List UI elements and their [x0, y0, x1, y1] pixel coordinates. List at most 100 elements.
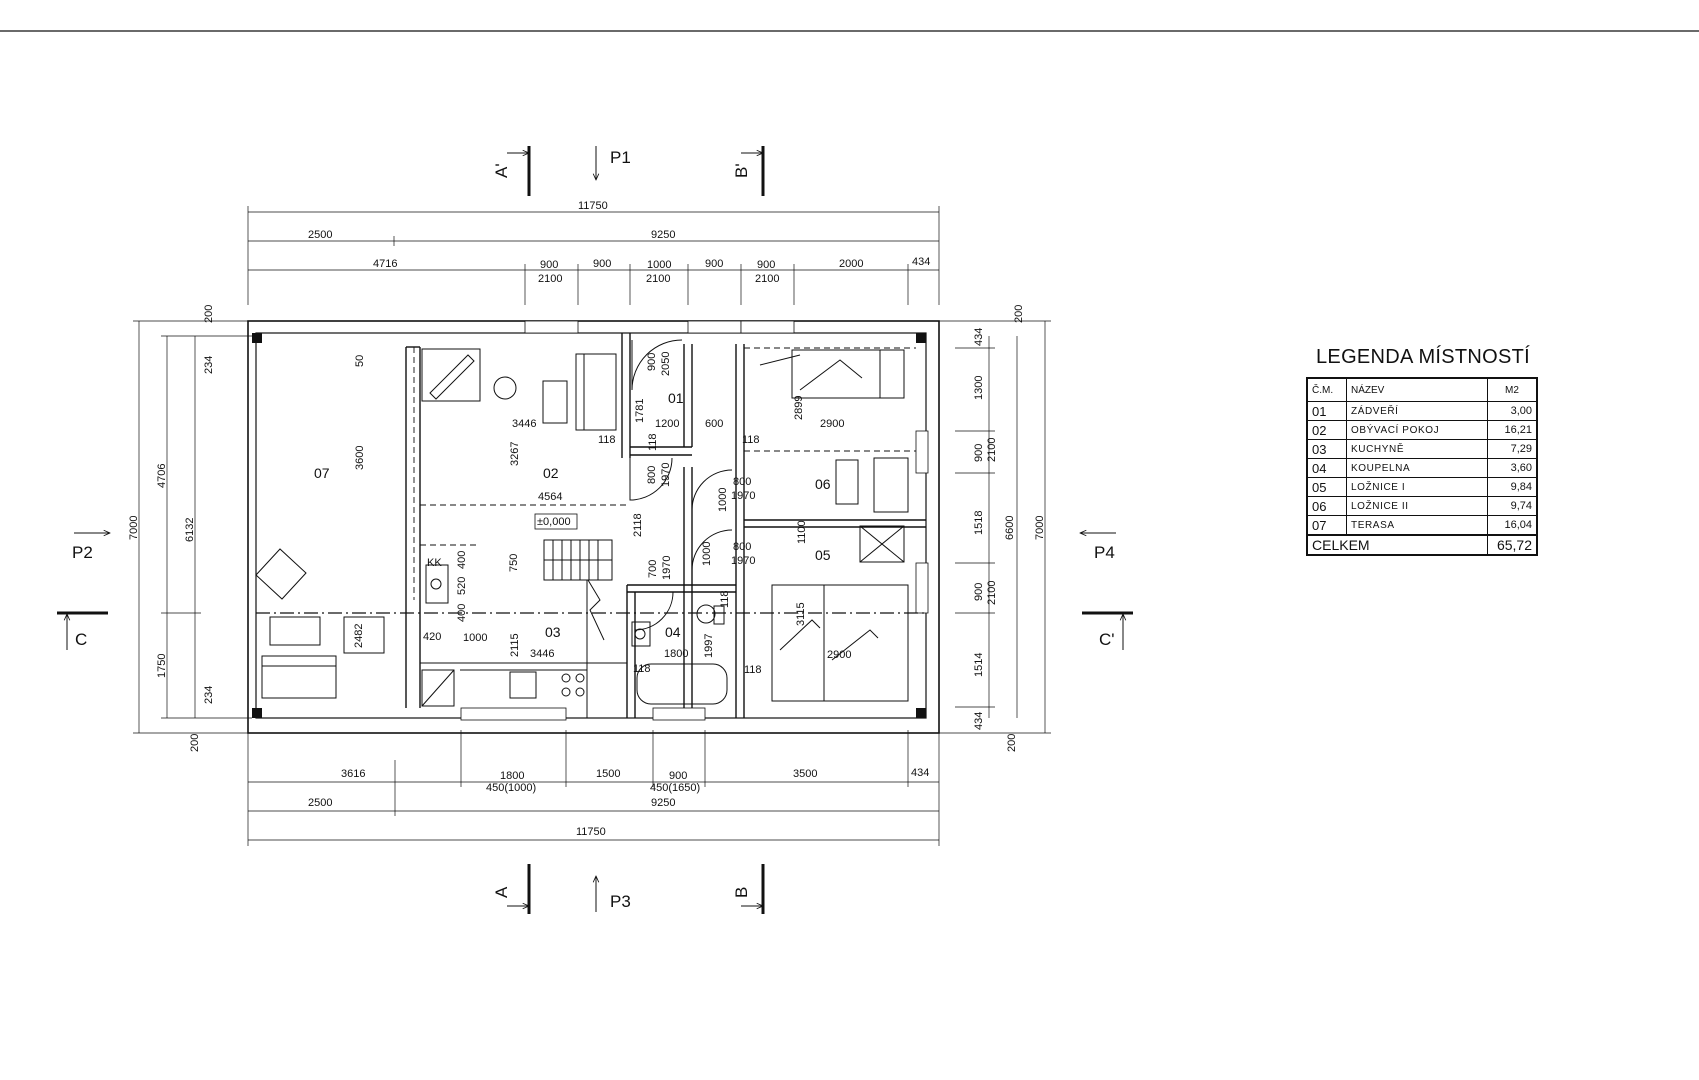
- dim-top-row-2: 900: [540, 259, 558, 271]
- legend-row: 02 OBÝVACÍ POKOJ 16,21: [1306, 420, 1538, 440]
- section-marker-a-top: A': [492, 146, 531, 196]
- dim-int-1200: 1200: [655, 418, 679, 430]
- legend-room-area: 3,60: [1487, 458, 1538, 478]
- dim-right-row-6: 1514: [973, 653, 985, 677]
- dim-top-row-6: 900: [757, 259, 775, 271]
- dim-int-1800: 1800: [664, 648, 688, 660]
- dim-right-row-2: 1300: [973, 376, 985, 400]
- legend-room-area: 16,21: [1487, 420, 1538, 440]
- section-marker-a-bottom: A: [492, 864, 531, 914]
- view-marker-p2: P2: [72, 533, 110, 562]
- section-label-c-left: C: [75, 630, 87, 649]
- dim-int-1000a: 1000: [717, 488, 729, 512]
- room-label-05: 05: [815, 547, 831, 563]
- room-label-03: 03: [545, 624, 561, 640]
- dim-top-left: 2500: [308, 229, 332, 241]
- legend-room-number: 03: [1306, 439, 1347, 459]
- view-marker-p4: P4: [1080, 533, 1116, 562]
- dim-left-small-1: 200: [203, 305, 215, 323]
- dim-int-2900a: 2900: [820, 418, 844, 430]
- dim-top-row-4: 1000: [647, 259, 671, 271]
- dim-bottom-row-4: 900: [669, 770, 687, 782]
- room-label-06: 06: [815, 476, 831, 492]
- dim-right-small-1: 200: [1013, 305, 1025, 323]
- dim-int-600: 600: [705, 418, 723, 430]
- legend-room-name: ZÁDVEŘÍ: [1346, 401, 1488, 421]
- dim-int-800b: 800: [733, 476, 751, 488]
- dim-right-sub-2: 2100: [986, 581, 998, 605]
- dim-top-sub-3: 2100: [755, 273, 779, 285]
- legend-row: 03 KUCHYNĚ 7,29: [1306, 439, 1538, 459]
- dim-top-row-1: 4716: [373, 258, 397, 270]
- doors: [629, 339, 801, 631]
- staircase: [543, 539, 613, 641]
- room-label-01: 01: [668, 390, 684, 406]
- dim-int-2118: 2118: [632, 513, 644, 537]
- section-marker-b-bottom: B: [732, 864, 765, 914]
- dim-int-118a: 118: [598, 434, 616, 446]
- dim-top-sub-2: 2100: [646, 273, 670, 285]
- legend-total-label: CELKEM: [1306, 534, 1488, 556]
- legend-room-area: 9,74: [1487, 496, 1538, 516]
- dimension-lines-top: [247, 206, 940, 305]
- dim-int-118c: 118: [742, 434, 760, 446]
- dim-left-small-2: 234: [203, 356, 215, 374]
- dim-bottom-total: 11750: [576, 826, 606, 838]
- section-label-a-bottom: A: [492, 886, 511, 898]
- dim-int-3600: 3600: [354, 446, 366, 470]
- dim-int-2899: 2899: [793, 396, 805, 420]
- dim-int-2050: 2050: [660, 352, 672, 376]
- legend-room-number: 01: [1306, 401, 1347, 421]
- dim-int-420: 420: [423, 631, 441, 643]
- dim-top-row-8: 434: [912, 256, 930, 268]
- dim-right-total: 7000: [1034, 516, 1046, 540]
- dim-int-2115: 2115: [509, 633, 521, 657]
- view-marker-p1: P1: [596, 146, 631, 180]
- legend-room-name: KOUPELNA: [1346, 458, 1488, 478]
- dim-right-row-4: 1518: [973, 511, 985, 535]
- dim-bottom-row-1: 3616: [341, 768, 365, 780]
- dim-int-1000b: 1000: [701, 542, 713, 566]
- dim-right-sub-1: 2100: [986, 438, 998, 462]
- dim-int-118f: 118: [719, 590, 731, 608]
- dim-left-small-4: 200: [189, 734, 201, 752]
- legend-table: Č.M. NÁZEV M2 01 ZÁDVEŘÍ 3,00 02 OBÝVACÍ…: [1306, 377, 1538, 556]
- dim-top-row-7: 2000: [839, 258, 863, 270]
- level-mark: ±0,000: [537, 516, 571, 528]
- dim-right-row-1: 434: [973, 328, 985, 346]
- legend-row: 05 LOŽNICE I 9,84: [1306, 477, 1538, 497]
- dim-left-total: 7000: [128, 516, 140, 540]
- dim-bottom-sub-2: 450(1650): [650, 782, 700, 794]
- legend-room-name: LOŽNICE I: [1346, 477, 1488, 497]
- dim-int-400b: 400: [456, 604, 468, 622]
- dim-int-900: 900: [646, 353, 658, 371]
- legend-header-area: M2: [1487, 377, 1538, 402]
- dim-int-800a: 800: [646, 466, 658, 484]
- view-label-p4: P4: [1094, 543, 1115, 562]
- dim-int-1997: 1997: [703, 634, 715, 658]
- legend-total-value: 65,72: [1487, 534, 1538, 556]
- dim-top-sub-1: 2100: [538, 273, 562, 285]
- dim-int-400a: 400: [456, 551, 468, 569]
- section-marker-b-top: B': [732, 146, 765, 196]
- dim-int-50: 50: [354, 355, 366, 367]
- room-label-07: 07: [314, 465, 330, 481]
- view-marker-p3: P3: [596, 876, 631, 912]
- legend-room-name: KUCHYNĚ: [1346, 439, 1488, 459]
- legend-room-name: TERASA: [1346, 515, 1488, 536]
- section-label-b-bottom: B: [732, 887, 751, 898]
- dimension-lines-right: [935, 320, 1051, 734]
- dim-int-118d: 118: [633, 663, 651, 675]
- dim-int-3115: 3115: [795, 602, 807, 626]
- view-label-p2: P2: [72, 543, 93, 562]
- dim-int-1970a: 1970: [660, 463, 672, 487]
- room-legend: LEGENDA MÍSTNOSTÍ Č.M. NÁZEV M2 01 ZÁDVE…: [1306, 346, 1538, 556]
- dim-right-mid: 6600: [1004, 516, 1016, 540]
- legend-header-name: NÁZEV: [1346, 377, 1488, 402]
- kitchen-kk-label: KK: [427, 557, 442, 569]
- dim-left-small-3: 234: [203, 686, 215, 704]
- legend-title: LEGENDA MÍSTNOSTÍ: [1316, 346, 1531, 368]
- dim-int-3446a: 3446: [512, 418, 536, 430]
- dim-bottom-row-5: 3500: [793, 768, 817, 780]
- dim-left-mid3: 1750: [156, 654, 168, 678]
